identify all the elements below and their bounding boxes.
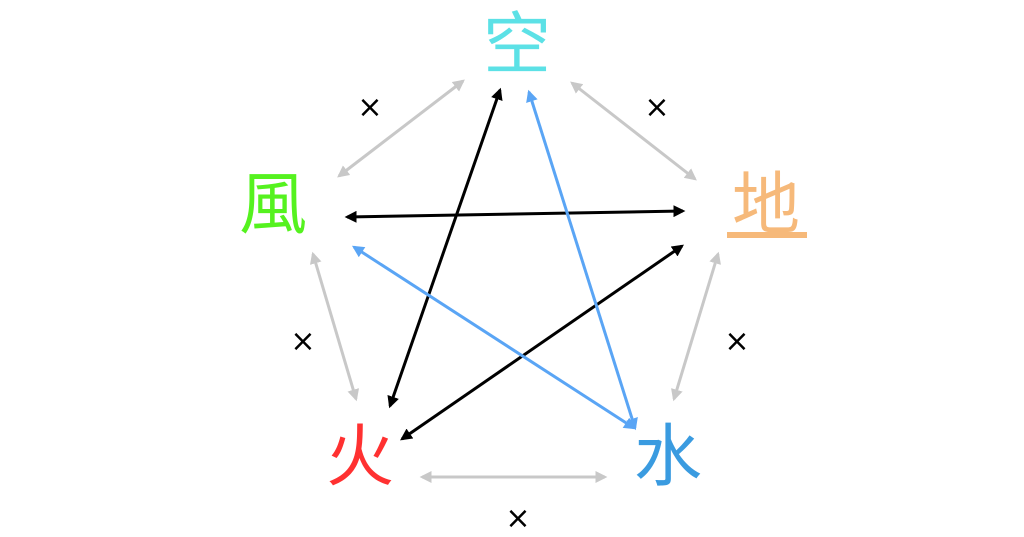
cross-mark-void-earth: × (644, 90, 669, 125)
arrow-wind-water (351, 245, 637, 430)
earth-underline (727, 232, 807, 238)
arrow-wind-earth (344, 205, 686, 223)
element-earth: 地 (732, 166, 800, 245)
element-fire: 火 (326, 418, 394, 497)
element-water: 水 (634, 418, 702, 497)
element-void: 空 (483, 6, 551, 85)
arrow-void-water (526, 89, 638, 431)
arrow-wind-fire (309, 251, 360, 402)
arrow-earth-fire (400, 244, 684, 441)
arrow-void-earth (570, 81, 697, 181)
element-wind: 風 (239, 166, 307, 245)
arrow-void-fire (387, 87, 503, 409)
cross-mark-fire-water: × (505, 501, 530, 536)
cross-mark-wind-fire: × (290, 324, 315, 359)
cross-mark-void-wind: × (357, 90, 382, 125)
cross-mark-earth-water: × (724, 324, 749, 359)
arrow-earth-water (671, 251, 721, 402)
